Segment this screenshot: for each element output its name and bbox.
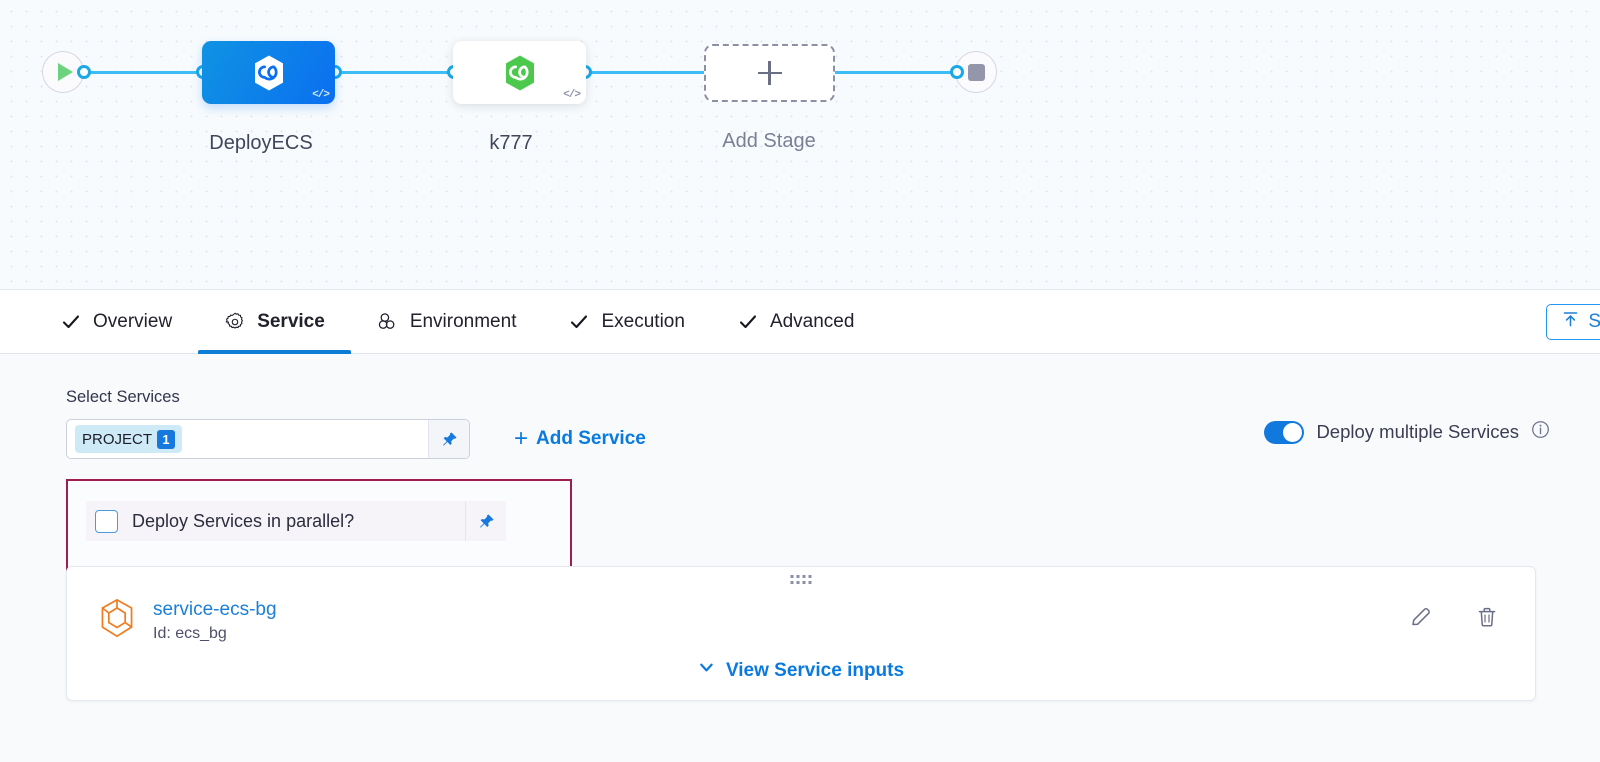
connector-line xyxy=(330,71,460,74)
check-icon xyxy=(568,311,590,333)
service-card-actions xyxy=(1409,605,1499,634)
gear-icon xyxy=(224,311,246,333)
scope-chip-project[interactable]: PROJECT 1 xyxy=(75,425,183,453)
save-to-template-icon xyxy=(1561,310,1580,335)
chevron-down-icon xyxy=(698,659,715,682)
add-service-button[interactable]: + Add Service xyxy=(514,427,646,451)
service-card-main: service-ecs-bg Id: ecs_bg xyxy=(67,567,1535,644)
pin-icon[interactable] xyxy=(428,420,469,458)
tab-label: Environment xyxy=(409,310,517,332)
tab-label: Execution xyxy=(601,310,685,332)
connector-dot[interactable] xyxy=(77,65,91,79)
pin-icon[interactable] xyxy=(465,501,506,541)
pipeline-stage-deployecs[interactable]: </> xyxy=(202,41,335,104)
drag-handle-icon[interactable] xyxy=(790,575,812,584)
service-card-text: service-ecs-bg Id: ecs_bg xyxy=(153,599,277,643)
add-stage-button[interactable] xyxy=(704,44,835,102)
tab-label: Advanced xyxy=(769,310,855,332)
pipeline-canvas[interactable]: </> DeployECS </> k777 Add Stage xyxy=(0,0,1600,290)
info-icon[interactable] xyxy=(1531,420,1550,444)
view-service-inputs-button[interactable]: View Service inputs xyxy=(698,659,904,682)
stage-label-k777: k777 xyxy=(489,132,533,154)
play-icon xyxy=(57,63,73,81)
tab-execution[interactable]: Execution xyxy=(542,290,710,353)
pencil-icon[interactable] xyxy=(1409,605,1433,634)
trash-icon[interactable] xyxy=(1475,605,1499,634)
view-service-inputs-label: View Service inputs xyxy=(725,659,905,681)
select-services-row: PROJECT 1 + Add Service xyxy=(66,419,1600,459)
service-card: service-ecs-bg Id: ecs_bg xyxy=(66,566,1536,701)
stage-label-deployecs: DeployECS xyxy=(209,132,313,154)
add-service-label: Add Service xyxy=(536,428,646,449)
deploy-parallel-label: Deploy Services in parallel? xyxy=(132,510,355,531)
service-name-link[interactable]: service-ecs-bg xyxy=(153,598,277,620)
tab-overview[interactable]: Overview xyxy=(34,290,198,353)
service-cube-icon xyxy=(97,597,137,644)
add-stage-label: Add Stage xyxy=(722,130,816,152)
chip-label: PROJECT xyxy=(82,430,153,448)
harness-hexagon-icon xyxy=(254,55,283,90)
select-services-label: Select Services xyxy=(66,388,180,406)
deploy-multiple-services-toggle[interactable] xyxy=(1264,420,1305,444)
connector-line xyxy=(827,71,962,74)
harness-hexagon-icon xyxy=(505,55,534,90)
services-multiselect[interactable]: PROJECT 1 xyxy=(66,419,470,459)
deploy-multiple-services-label: Deploy multiple Services xyxy=(1316,421,1519,442)
chip-count-badge: 1 xyxy=(157,429,176,449)
check-icon xyxy=(737,311,759,333)
stop-icon xyxy=(967,63,985,81)
plus-icon: + xyxy=(514,425,529,452)
tab-service[interactable]: Service xyxy=(198,290,351,354)
connector-line xyxy=(580,71,710,74)
connector-line xyxy=(84,71,209,74)
stage-code-icon[interactable]: </> xyxy=(312,89,330,101)
save-as-template-button[interactable]: S xyxy=(1546,304,1600,340)
tab-label: Service xyxy=(257,310,325,332)
service-id-text: Id: ecs_bg xyxy=(153,624,227,642)
deploy-parallel-highlight: Deploy Services in parallel? xyxy=(66,479,572,572)
tab-label: Overview xyxy=(93,310,173,332)
tab-environment[interactable]: Environment xyxy=(351,290,543,353)
stage-code-icon[interactable]: </> xyxy=(563,89,581,101)
check-icon xyxy=(60,311,82,333)
plus-icon xyxy=(768,61,771,85)
infrastructure-icon xyxy=(377,311,399,333)
save-button-label: S xyxy=(1588,311,1600,332)
tab-bar: Overview Service Environment Execution xyxy=(0,290,1600,354)
toggle-knob xyxy=(1283,422,1303,442)
tab-advanced[interactable]: Advanced xyxy=(711,290,881,353)
service-panel: Select Services PROJECT 1 + Add Service … xyxy=(0,354,1600,762)
deploy-parallel-row: Deploy Services in parallel? xyxy=(86,501,506,541)
deploy-multiple-services-row: Deploy multiple Services xyxy=(1264,420,1550,444)
deploy-parallel-checkbox[interactable] xyxy=(95,509,118,533)
connector-dot[interactable] xyxy=(950,65,964,79)
pipeline-stage-k777[interactable]: </> xyxy=(453,41,586,104)
